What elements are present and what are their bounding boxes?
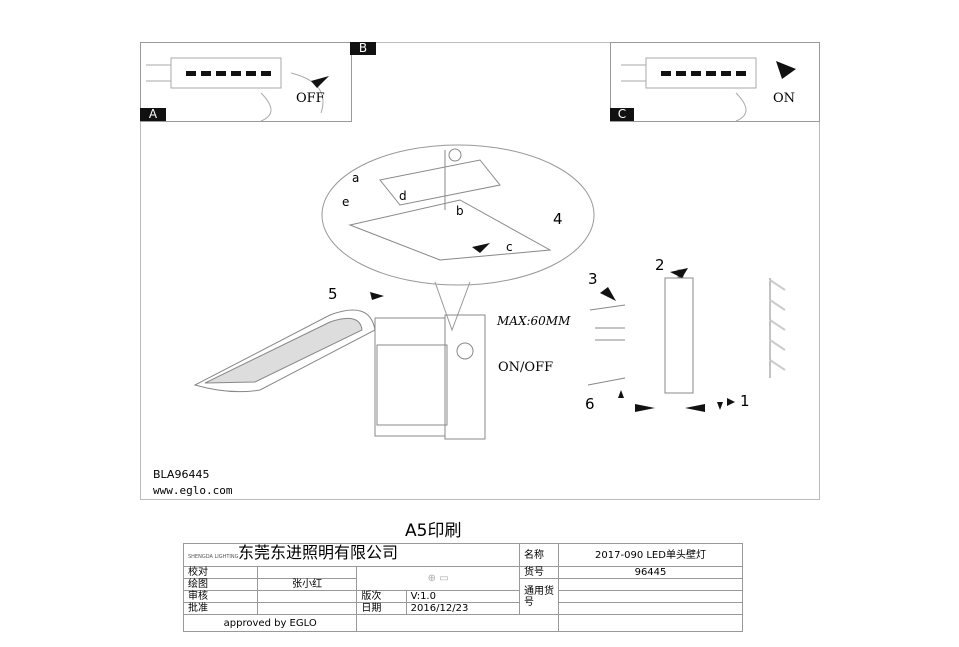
switch-off-illustration xyxy=(146,57,329,122)
model-number: BLA96445 xyxy=(153,468,210,481)
label-b: b xyxy=(456,204,464,218)
approve-label: 批准 xyxy=(183,602,258,615)
step-5: 5 xyxy=(328,285,338,303)
approved-by: approved by EGLO xyxy=(182,614,358,632)
date-value: 2016/12/23 xyxy=(405,602,520,615)
drawer-name: 张小红 xyxy=(256,578,358,591)
projection-symbol: ⊕ ▭ xyxy=(356,566,520,591)
panel-off: OFF xyxy=(140,42,352,122)
check-label: 校对 xyxy=(183,566,258,579)
step-3: 3 xyxy=(588,270,598,288)
panel-b-label: B xyxy=(350,42,376,55)
draw-label: 绘图 xyxy=(183,578,258,591)
step-4: 4 xyxy=(553,210,563,228)
step-2: 2 xyxy=(655,256,665,274)
drawing-frame xyxy=(140,42,820,500)
version-label: 版次 xyxy=(356,590,407,603)
name-label: 名称 xyxy=(518,543,559,567)
detail-circle xyxy=(321,144,595,286)
company-name: 东莞东进照明有限公司 xyxy=(238,543,399,562)
off-label: OFF xyxy=(296,91,325,106)
panel-a-label: A xyxy=(140,108,166,121)
title-block: SHENGDA LIGHTING东莞东进照明有限公司 名称 2017-090 L… xyxy=(182,543,744,632)
max-depth-label: MAX:60MM xyxy=(497,314,571,328)
step-1: 1 xyxy=(740,392,750,410)
label-e: e xyxy=(342,195,350,209)
review-label: 审核 xyxy=(183,590,258,603)
lamp-assembly-drawing xyxy=(193,144,786,440)
item-label: 货号 xyxy=(518,566,559,579)
on-off-label: ON/OFF xyxy=(498,360,554,375)
label-c: c xyxy=(506,240,513,254)
general-item-label: 通用货号 xyxy=(518,578,559,615)
panel-c-label: C xyxy=(610,108,634,121)
step-6: 6 xyxy=(585,395,595,413)
website: www.eglo.com xyxy=(153,484,233,497)
item-number: 96445 xyxy=(557,566,744,579)
company-logo: SHENGDA LIGHTING xyxy=(188,554,239,560)
panel-on: ON xyxy=(610,42,820,122)
label-d: d xyxy=(399,189,407,203)
version-value: V:1.0 xyxy=(405,590,520,603)
label-a: a xyxy=(352,171,360,185)
date-label: 日期 xyxy=(356,602,407,615)
switch-on-illustration xyxy=(621,57,796,122)
print-size: A5印刷 xyxy=(405,521,462,541)
product-name: 2017-090 LED单头壁灯 xyxy=(557,543,744,567)
on-label: ON xyxy=(773,91,796,106)
